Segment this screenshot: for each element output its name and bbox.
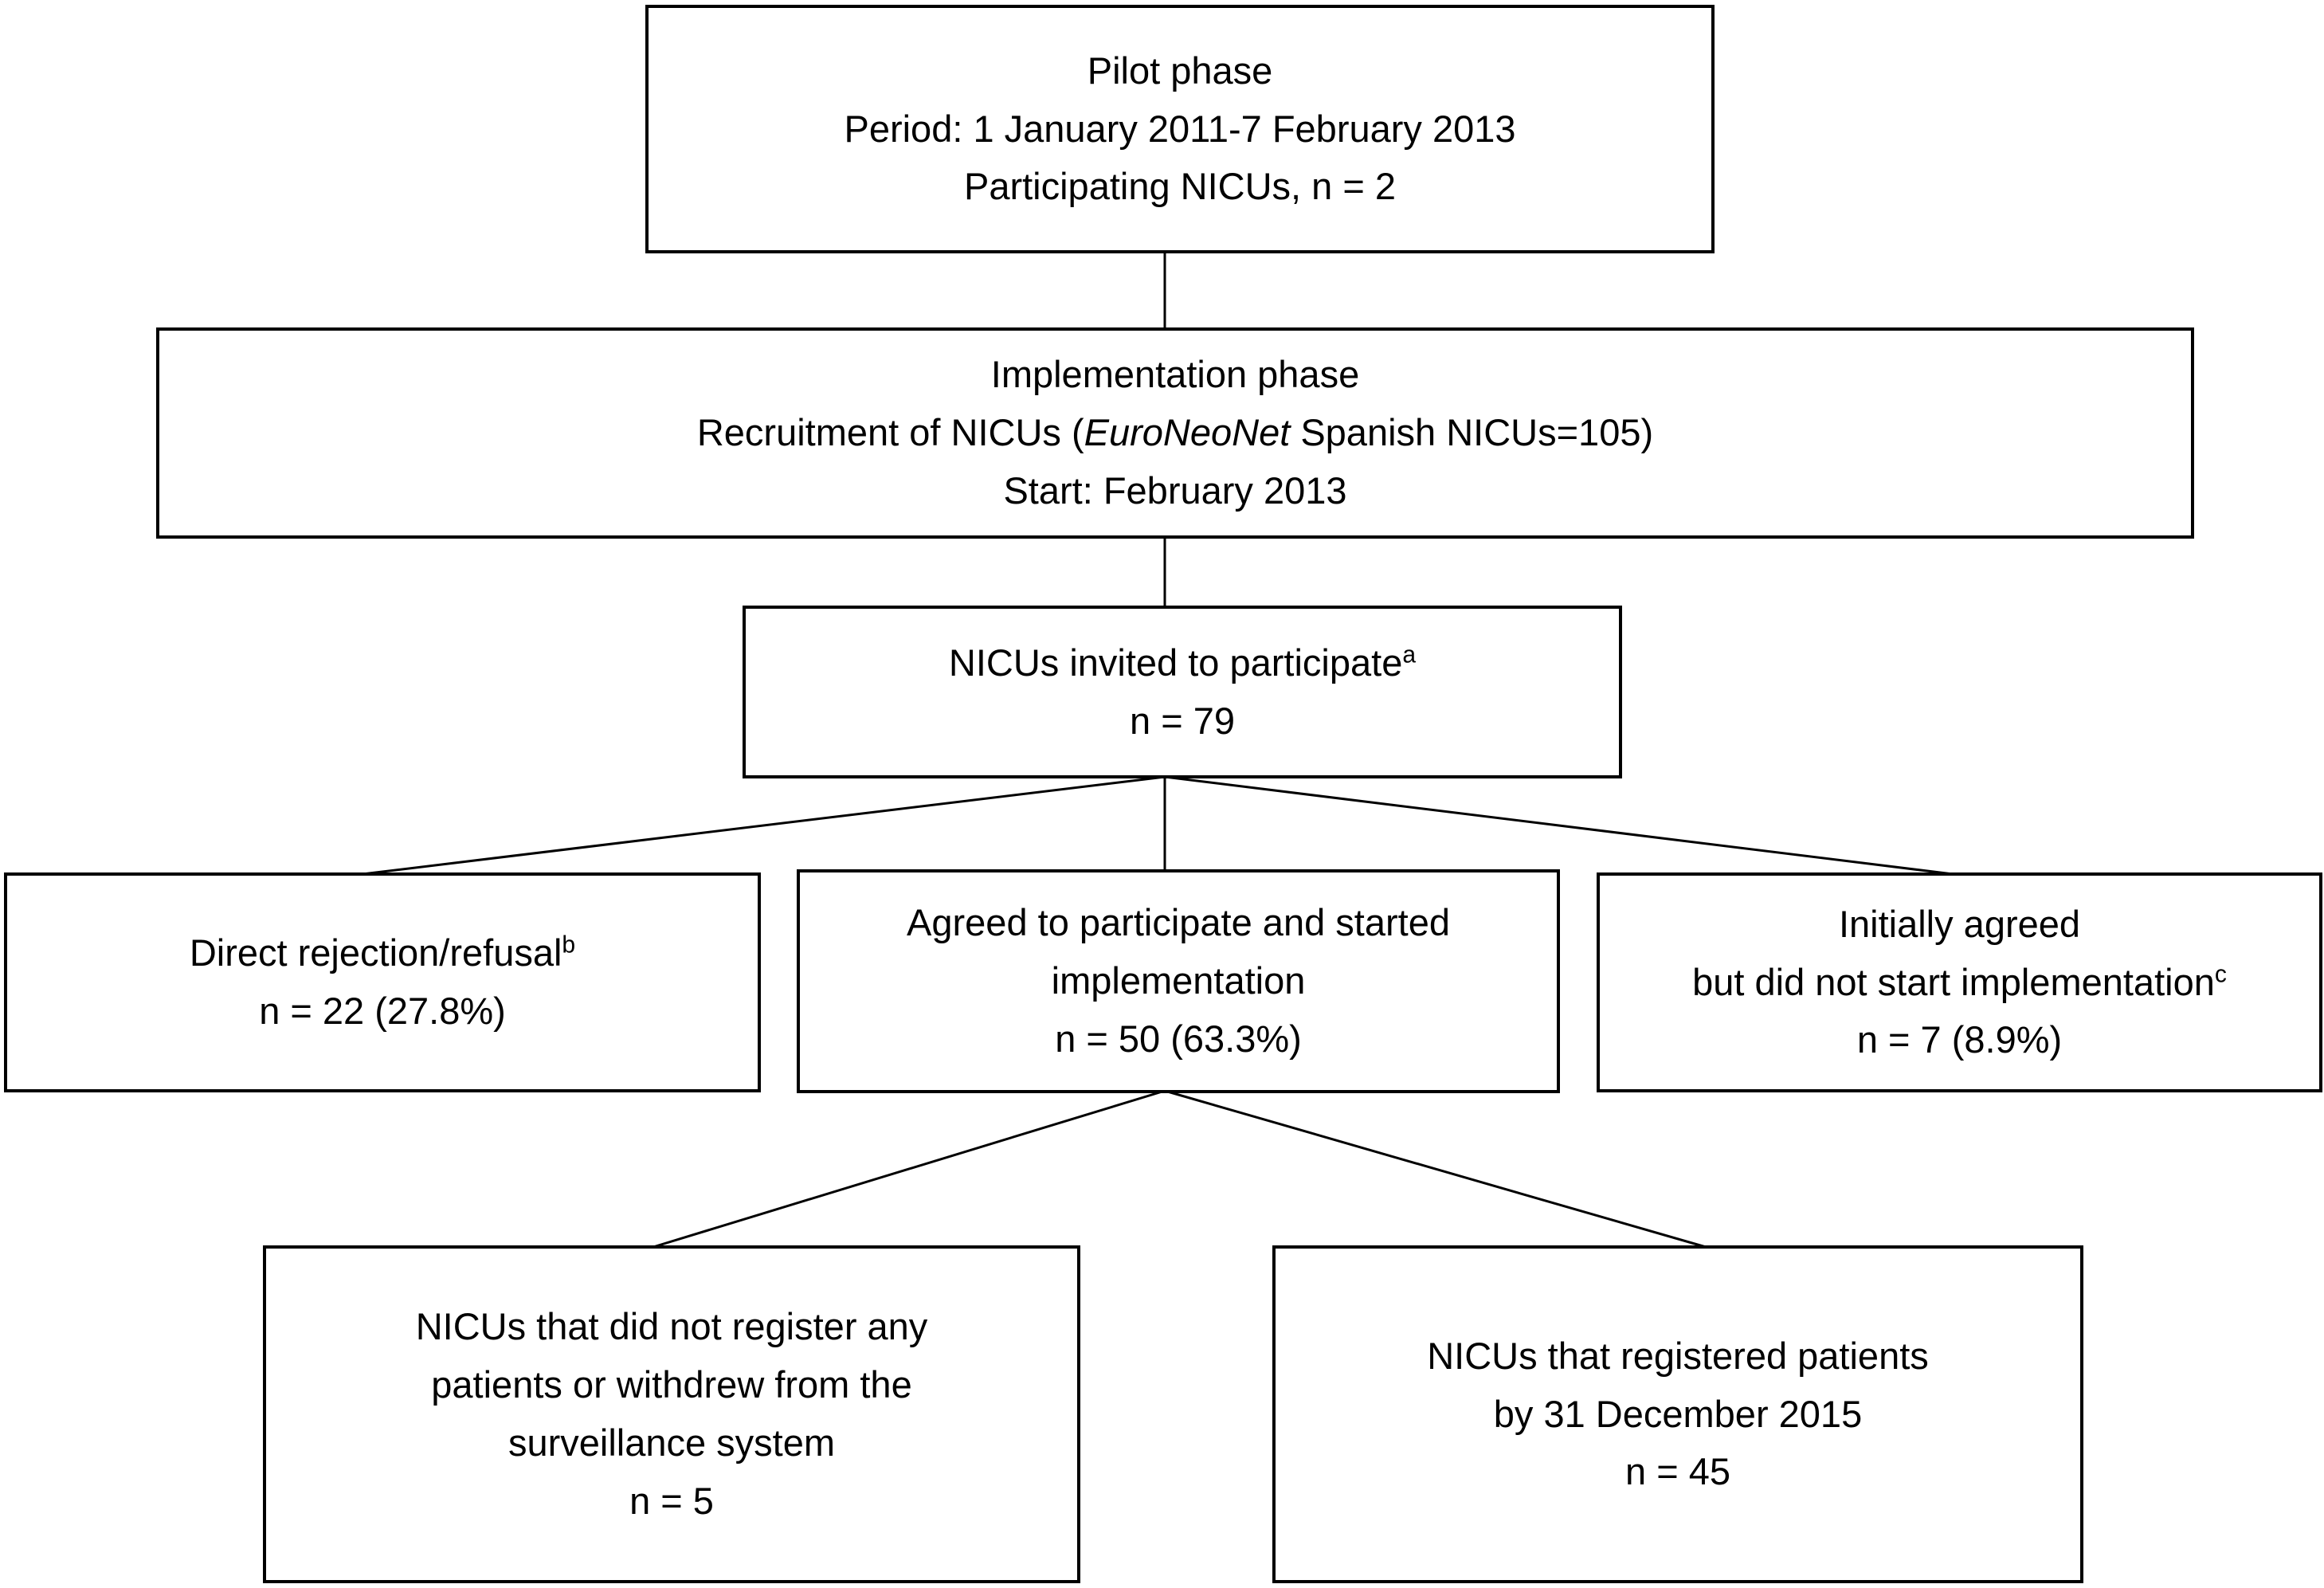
box-nicus-invited: NICUs invited to participatea n = 79 bbox=[743, 606, 1622, 778]
implementation-phase-title: Implementation phase bbox=[990, 353, 1360, 396]
connector-agreed-not-registered bbox=[653, 1089, 1166, 1249]
no-register-line2: patients or withdrew from the bbox=[431, 1363, 912, 1406]
invited-label: NICUs invited to participatea bbox=[948, 641, 1417, 684]
agreed-label-line2: implementation bbox=[1051, 959, 1306, 1002]
agreed-count: n = 50 (63.3%) bbox=[1055, 1017, 1302, 1060]
footnote-marker-c: c bbox=[2214, 960, 2227, 987]
footnote-marker-b: b bbox=[562, 931, 576, 959]
recruitment-text-prefix: Recruitment of NICUs ( bbox=[696, 411, 1084, 454]
box-implementation-phase: Implementation phase Recruitment of NICU… bbox=[156, 327, 2194, 539]
initially-agreed-line1: Initially agreed bbox=[1838, 902, 2081, 945]
implementation-phase-recruitment: Recruitment of NICUs (EuroNeoNet Spanish… bbox=[697, 404, 1653, 462]
rejection-count: n = 22 (27.8%) bbox=[259, 990, 506, 1032]
registered-line1: NICUs that registered patients bbox=[1427, 1334, 1929, 1377]
no-register-line3: surveillance system bbox=[508, 1421, 836, 1464]
connector-invited-initially-agreed bbox=[1164, 775, 1954, 876]
box-no-patients-registered: NICUs that did not register any patients… bbox=[263, 1245, 1080, 1583]
registered-line2: by 31 December 2015 bbox=[1493, 1392, 1863, 1435]
agreed-label-line1: Agreed to participate and started bbox=[907, 901, 1450, 944]
initially-agreed-count: n = 7 (8.9%) bbox=[1856, 1018, 2063, 1061]
connector-agreed-registered bbox=[1164, 1089, 1707, 1249]
pilot-phase-period: Period: 1 January 2011-7 February 2013 bbox=[844, 107, 1516, 150]
box-registered-patients: NICUs that registered patients by 31 Dec… bbox=[1272, 1245, 2083, 1583]
pilot-phase-title: Pilot phase bbox=[1087, 49, 1273, 92]
implementation-phase-start: Start: February 2013 bbox=[1003, 469, 1347, 512]
connector-invited-rejected bbox=[362, 775, 1166, 876]
rejection-label: Direct rejection/refusalb bbox=[189, 931, 576, 974]
footnote-marker-a: a bbox=[1402, 641, 1417, 668]
euroneonet-italic-text: EuroNeoNet bbox=[1084, 411, 1291, 454]
recruitment-text-suffix: Spanish NICUs=105) bbox=[1290, 411, 1654, 454]
pilot-phase-count: Participating NICUs, n = 2 bbox=[963, 165, 1397, 208]
invited-count: n = 79 bbox=[1130, 699, 1235, 742]
no-register-line1: NICUs that did not register any bbox=[415, 1305, 928, 1348]
box-pilot-phase: Pilot phase Period: 1 January 2011-7 Feb… bbox=[645, 5, 1715, 253]
box-agreed-started: Agreed to participate and started implem… bbox=[797, 869, 1560, 1093]
no-register-count: n = 5 bbox=[629, 1479, 714, 1522]
box-initially-agreed: Initially agreed but did not start imple… bbox=[1597, 872, 2322, 1092]
initially-agreed-line2: but did not start implementationc bbox=[1692, 960, 2227, 1003]
registered-count: n = 45 bbox=[1625, 1450, 1730, 1493]
box-direct-rejection: Direct rejection/refusalb n = 22 (27.8%) bbox=[4, 872, 761, 1092]
